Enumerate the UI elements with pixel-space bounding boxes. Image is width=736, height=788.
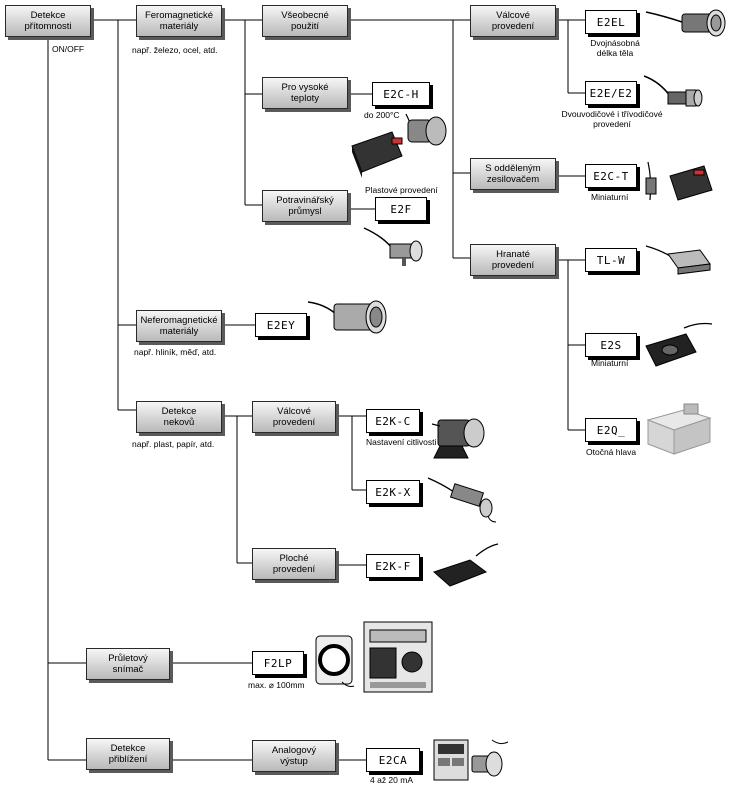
e2k-c-sensor-image [431,418,485,459]
category-through-sensor: Průletový snímač [86,648,170,680]
model-e2ca-note: 4 až 20 mA [370,775,413,785]
category-nonmetal: Detekce nekovů [136,401,222,433]
sub-separate-amplifier: S odděleným zesilovačem [470,158,556,190]
sub-nonmetal-cylindrical: Válcové provedení [252,401,336,433]
category-nonferromagnetic: Neferomagnetické materiály [136,310,222,342]
category-nonmetal-note: např. plast, papír, atd. [132,439,215,449]
sub-food-industry: Potravinářský průmysl [262,190,348,222]
model-e2c-h-note-plastic: Plastové provedení [365,185,438,195]
model-e2q-note: Otočná hlava [586,447,637,457]
e2k-f-sensor-image [433,543,499,587]
model-e2s-note: Miniaturní [591,358,629,368]
model-e2el: E2EL [585,10,637,34]
model-e2c-h: E2C-H [372,82,430,106]
e2ca-sensor-image [433,739,509,781]
model-e2c-h-note: do 200°C [364,110,400,120]
model-e2e-e2: E2E/E2 [585,81,637,105]
model-e2k-f: E2K-F [366,554,420,578]
e2f-sensor-image [363,227,423,266]
sub-high-temperature: Pro vysoké teploty [262,77,348,109]
tl-w-sensor-image [645,245,711,275]
e2k-x-sensor-image [427,477,497,523]
model-e2ey: E2EY [255,313,307,337]
model-f2lp: F2LP [252,651,304,675]
e2ey-sensor-image [307,300,387,334]
e2s-sensor-image [645,322,713,367]
sub-analog-output: Analogový výstup [252,740,336,772]
category-ferromagnetic: Feromagnetické materiály [136,5,222,37]
model-e2k-c-note: Nastavení citlivosti [366,437,437,447]
model-e2e-e2-note: Dvouvodičové i třívodičové provedení [561,109,663,129]
root-mode-label: ON/OFF [52,44,85,54]
category-proximity: Detekce přiblížení [86,738,170,770]
model-e2s: E2S [585,333,637,357]
sub-nonmetal-flat: Ploché provedení [252,548,336,580]
model-e2c-t-note: Miniaturní [591,192,629,202]
category-nonferromagnetic-note: např. hliník, měď, atd. [134,347,217,357]
model-e2k-x: E2K-X [366,480,420,504]
sub-square: Hranaté provedení [470,244,556,276]
e2e-sensor-image [643,75,703,107]
model-e2el-note: Dvojnásobná délka těla [590,38,640,58]
model-tl-w: TL-W [585,248,637,272]
model-e2k-c: E2K-C [366,409,420,433]
sub-general-use: Všeobecné použití [262,5,348,37]
e2el-sensor-image [645,9,726,37]
sub-cylindrical: Válcové provedení [470,5,556,37]
model-f2lp-note: max. ⌀ 100mm [248,680,305,690]
root-node-presence-detection: Detekce přítomnosti [5,5,91,37]
category-ferromagnetic-note: např. železo, ocel, atd. [132,45,218,55]
e2c-h-sensor-image [351,113,447,178]
model-e2q: E2Q_ [585,418,637,442]
e2c-t-sensor-image [645,161,713,201]
e2q-sensor-image [646,403,712,455]
f2lp-sensor-image [315,621,433,693]
model-e2c-t: E2C-T [585,164,637,188]
model-e2ca: E2CA [366,748,420,772]
model-e2f: E2F [375,197,427,221]
